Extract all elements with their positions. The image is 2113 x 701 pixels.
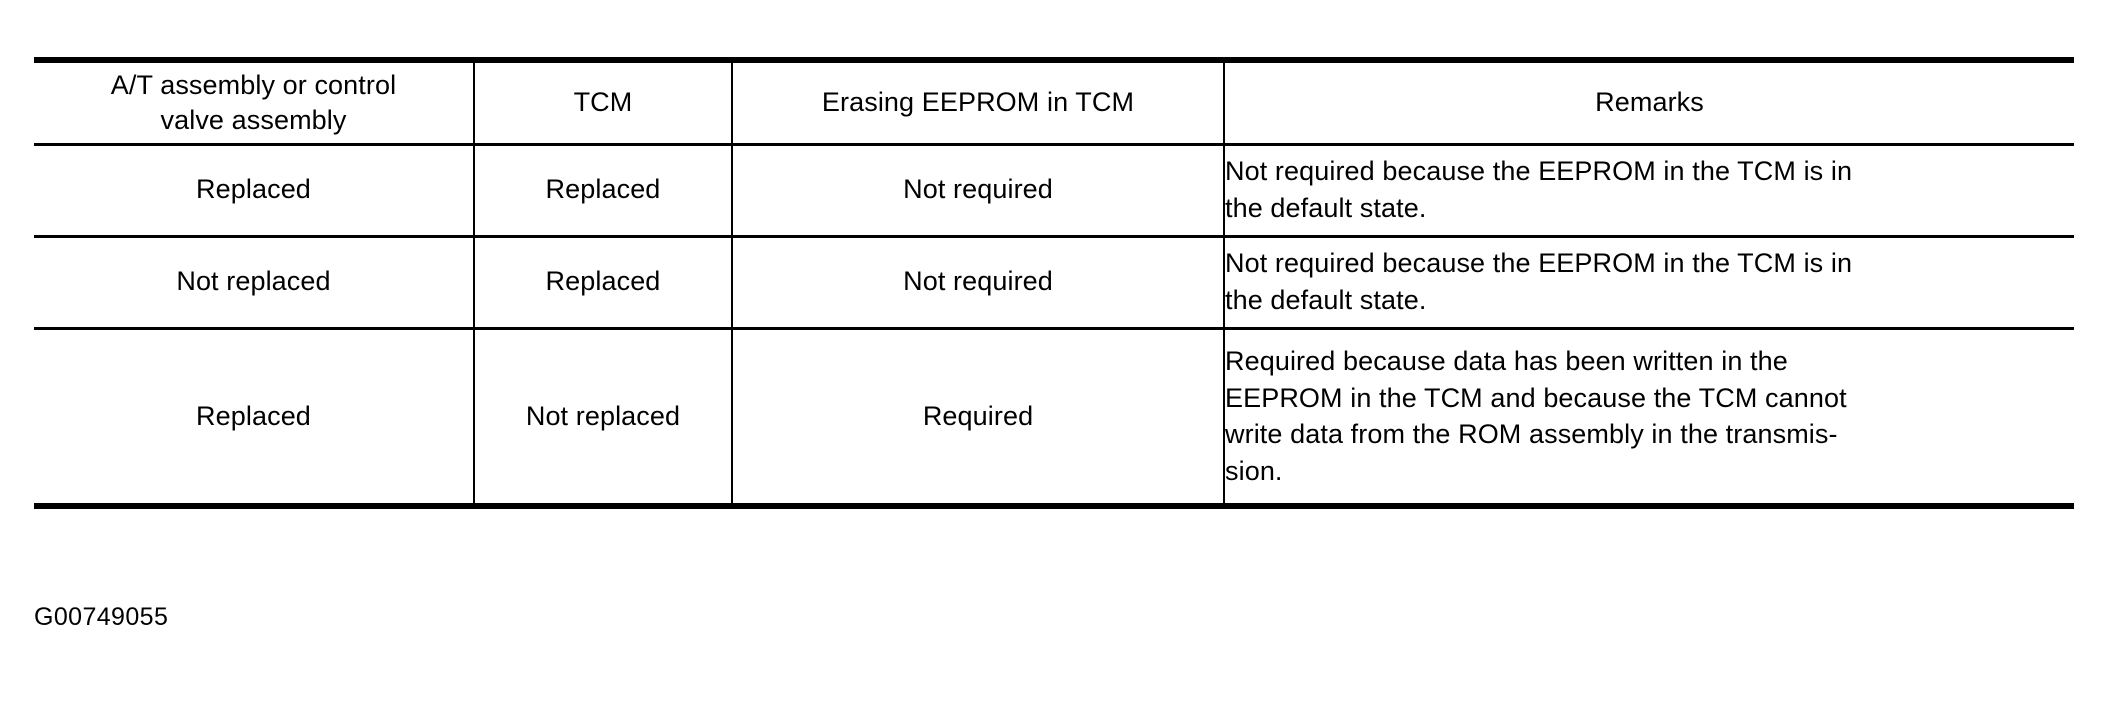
table-header: A/T assembly or control valve assembly T… [34, 60, 2074, 146]
remarks-line: Not required because the EEPROM in the T… [1225, 248, 1853, 279]
eeprom-erasing-table: A/T assembly or control valve assembly T… [34, 57, 2074, 509]
remarks-line: the default state. [1225, 193, 1427, 223]
table-body: Replaced Replaced Not required Not requi… [34, 144, 2074, 506]
column-header-assembly-line1: A/T assembly or control [110, 69, 397, 100]
cell-tcm: Not replaced [474, 328, 733, 506]
column-header-tcm: TCM [474, 60, 733, 146]
spec-table-container: A/T assembly or control valve assembly T… [34, 57, 2074, 509]
cell-assembly: Replaced [34, 328, 475, 506]
remarks-line: sion. [1225, 455, 1283, 486]
figure-caption: G00749055 [34, 603, 169, 631]
cell-tcm: Replaced [474, 236, 733, 330]
cell-tcm: Replaced [474, 144, 733, 238]
column-header-assembly-line2: valve assembly [160, 104, 347, 135]
table-header-row: A/T assembly or control valve assembly T… [34, 60, 2074, 146]
cell-erasing: Not required [732, 236, 1225, 330]
remarks-line: Not required because the EEPROM in the T… [1225, 156, 1853, 187]
cell-erasing: Not required [732, 144, 1225, 238]
remarks-line: write data from the ROM assembly in the … [1225, 419, 1838, 450]
cell-assembly: Replaced [34, 144, 475, 238]
column-header-erasing: Erasing EEPROM in TCM [732, 60, 1225, 146]
cell-remarks: Required because data has been written i… [1224, 328, 2074, 506]
column-header-assembly: A/T assembly or control valve assembly [34, 60, 475, 146]
remarks-line: Required because data has been written i… [1225, 345, 1788, 376]
cell-remarks: Not required because the EEPROM in the T… [1224, 236, 2074, 330]
cell-remarks: Not required because the EEPROM in the T… [1224, 144, 2074, 238]
cell-assembly: Not replaced [34, 236, 475, 330]
remarks-line: EEPROM in the TCM and because the TCM ca… [1225, 382, 1847, 413]
remarks-line: the default state. [1225, 285, 1427, 315]
column-header-remarks: Remarks [1224, 60, 2074, 146]
table-row: Replaced Not replaced Required Required … [34, 328, 2074, 506]
table-row: Not replaced Replaced Not required Not r… [34, 236, 2074, 330]
table-row: Replaced Replaced Not required Not requi… [34, 144, 2074, 238]
cell-erasing: Required [732, 328, 1225, 506]
